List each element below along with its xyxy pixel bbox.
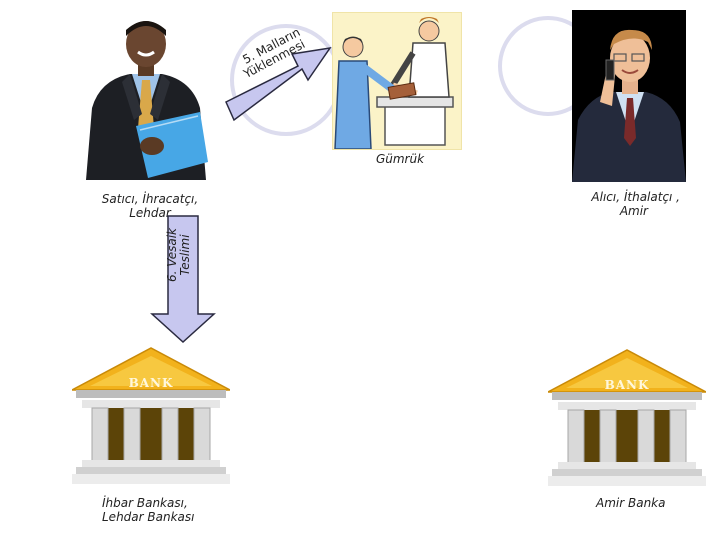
documents-text-line2: Teslimi — [178, 234, 192, 276]
buyer-photo — [572, 10, 686, 182]
bank-left-sign: BANK — [128, 376, 174, 390]
buyer-label: Alıcı, İthalatçı , Amir — [560, 190, 680, 218]
bank-right-caption: Amir Banka — [596, 496, 666, 510]
bank-left-building: BANK — [71, 346, 231, 488]
seller-label-line2: Lehdar — [129, 206, 171, 220]
documents-arrow — [150, 215, 216, 344]
shipment-arrow — [225, 46, 332, 122]
buyer-label-line1: Alıcı, İthalatçı , — [591, 190, 680, 204]
bank-left-caption-line1: İhbar Bankası, — [102, 496, 188, 510]
bank-right-sign: BANK — [604, 378, 650, 392]
bank-right-building: BANK — [547, 348, 707, 490]
seller-photo — [82, 18, 210, 180]
customs-illustration — [332, 12, 462, 150]
bank-left-caption-line2: Lehdar Bankası — [102, 510, 195, 524]
documents-arrow-text: 6. Vesaik Teslimi — [165, 210, 192, 300]
customs-label: Gümrük — [375, 152, 425, 166]
seller-label: Satıcı, İhracatçı, Lehdar — [86, 192, 214, 220]
buyer-label-line2: Amir — [619, 204, 648, 218]
seller-label-line1: Satıcı, İhracatçı, — [101, 192, 199, 206]
bank-left-caption: İhbar Bankası, Lehdar Bankası — [102, 496, 242, 524]
